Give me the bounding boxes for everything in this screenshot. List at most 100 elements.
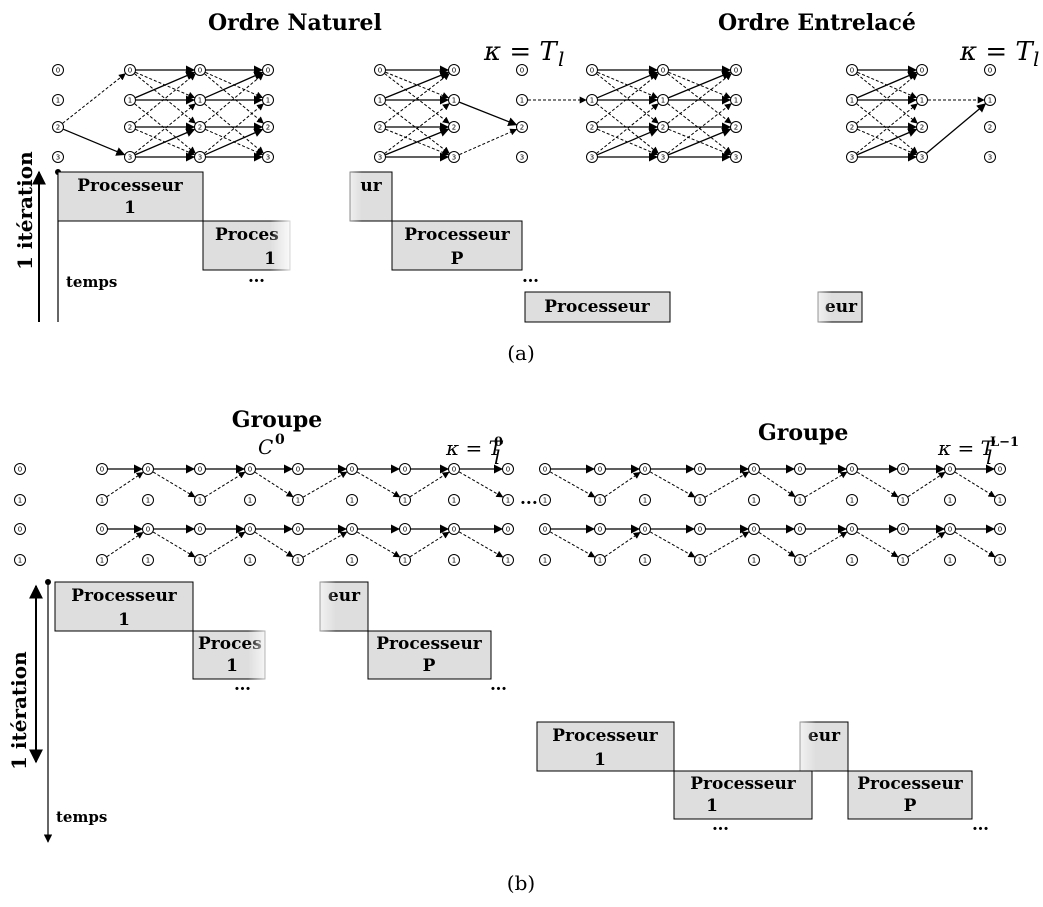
b-row1L-bot-2-label: 1 xyxy=(146,497,150,505)
svg-text:κ = T: κ = T xyxy=(483,37,558,67)
a-nat-in-node-1-label: 1 xyxy=(56,97,60,105)
b-row2R-bot-5 xyxy=(794,554,806,566)
b-row2R-bot-0-label: 1 xyxy=(543,557,547,565)
a-ent-s3-edge-pair-3 xyxy=(857,128,918,156)
a-ent-s2-edge-cross-3 xyxy=(667,103,732,154)
b-row1L-u-7 xyxy=(409,471,450,498)
ellipsis-b-groups: ... xyxy=(520,489,538,509)
a-ent-s2-edge-pair-3 xyxy=(668,128,732,156)
a-ent-out-3-label: 3 xyxy=(988,154,992,162)
b-row2L-d-4 xyxy=(254,531,294,558)
proc-block-a-6: eur xyxy=(808,290,863,324)
a-ent-s1-edge-cross-2 xyxy=(596,73,659,124)
proc-block-b-3: Proces 1 … xyxy=(192,629,272,695)
svg-text:1: 1 xyxy=(124,198,136,218)
b-row1R-d-6 xyxy=(856,471,899,498)
b-row1L-bot-1 xyxy=(96,494,108,506)
b-row1L-bot-1-label: 1 xyxy=(100,497,104,505)
a-ent-s1-edge-cross-1 xyxy=(596,103,659,154)
a-mid-node-3 xyxy=(516,151,528,163)
b-row2L-u-5 xyxy=(302,531,348,558)
a-ent-c0-node-0-label: 0 xyxy=(590,67,594,75)
svg-text:l: l xyxy=(1033,47,1039,71)
b-row2R-u-1 xyxy=(604,531,641,558)
a-nat-s3-edge-cross-3 xyxy=(384,103,450,154)
a-nat-r0-node-3-label: 3 xyxy=(378,154,382,162)
trellis-graph-b: 0101010101010101010101010101010101010101… xyxy=(14,463,1006,566)
svg-text:Processeur: Processeur xyxy=(544,297,651,317)
a-nat-init-1 xyxy=(63,128,126,156)
a-ent-s3-edge-cross-2 xyxy=(856,73,918,124)
b-row1L-bot-9-label: 1 xyxy=(506,497,510,505)
proc-block-b-5: Processeur 1 xyxy=(536,721,675,772)
a-ent-c0-node-2-label: 2 xyxy=(590,124,594,132)
b-row2L-bot-1 xyxy=(96,554,108,566)
a-ent-r0-node-0 xyxy=(846,64,858,76)
b-row2L-top-3-label: 0 xyxy=(198,526,202,534)
part-b: Groupe C 0 Groupe κ = T l 0 κ = T l L−1 … xyxy=(7,407,1019,895)
b-row2R-top-2-label: 0 xyxy=(643,526,647,534)
iteration-label-a: 1 itération xyxy=(13,151,37,270)
a-nat-c0-node-2 xyxy=(124,121,136,133)
proc-block-b-6: eur xyxy=(790,720,849,774)
a-mid-node-1-label: 1 xyxy=(520,97,524,105)
svg-text:l: l xyxy=(494,445,500,469)
title-groupe-c0: Groupe xyxy=(232,407,322,433)
b-row2R-top-6-label: 0 xyxy=(850,526,854,534)
b-row2L-top-8-label: 0 xyxy=(452,526,456,534)
b-row1L-bot-5 xyxy=(292,494,304,506)
a-ent-s3-edge-cross-0 xyxy=(856,73,918,124)
b-row2R-bot-4 xyxy=(748,554,760,566)
a-nat-c0-node-3 xyxy=(124,151,136,163)
a-ent-s1-edge-cross-0 xyxy=(596,73,659,124)
b-row2R-top-1-label: 0 xyxy=(598,526,602,534)
b-row1L-bot-8 xyxy=(448,494,460,506)
a-nat-s1-edge-cross-2 xyxy=(134,73,196,124)
a-nat-out xyxy=(516,121,528,133)
b-row1R-top-6-label: 0 xyxy=(850,466,854,474)
a-nat-c2-node-0-label: 0 xyxy=(266,67,270,75)
a-nat-in-node-0-label: 0 xyxy=(56,67,60,75)
svg-text:Processeur: Processeur xyxy=(376,634,483,654)
b-row2R-bot-7 xyxy=(897,554,909,566)
b-row2L-bot-0 xyxy=(14,554,26,566)
a-ent-r0-node-2 xyxy=(846,121,858,133)
a-nat-r1-node-0-label: 0 xyxy=(452,67,456,75)
a-nat-s2-edge-pair-3 xyxy=(205,128,264,156)
a-ent-out-e1 xyxy=(926,103,987,154)
a-nat-s1-edge-pair-1 xyxy=(135,71,196,99)
b-row2R-bot-5-label: 1 xyxy=(798,557,802,565)
kappa-a-left: κ = T l xyxy=(483,37,564,71)
kappa-b-right: κ = T l L−1 xyxy=(937,435,1019,469)
ellipsis-b-1: … xyxy=(234,675,251,695)
a-nat-r0-node-0-label: 0 xyxy=(378,67,382,75)
b-row2R-top-0 xyxy=(539,523,551,535)
a-nat-s1-edge-cross-1 xyxy=(134,103,196,154)
a-nat-out-e1 xyxy=(459,128,518,156)
a-ent-out-3 xyxy=(984,151,996,163)
a-nat-out-e0 xyxy=(459,101,518,126)
b-row1R-bot-2-label: 1 xyxy=(643,497,647,505)
a-ent-out-0-label: 0 xyxy=(988,67,992,75)
b-row1R-top-5-label: 0 xyxy=(798,466,802,474)
proc-block-a-3: Proces 1 … xyxy=(202,219,294,287)
a-nat-s1-edge-cross-3 xyxy=(134,103,196,154)
a-ent-c0-node-3 xyxy=(586,151,598,163)
svg-text:P: P xyxy=(423,656,436,676)
b-row1L-bot-4-label: 1 xyxy=(248,497,252,505)
b-row1R-d-4 xyxy=(758,471,796,498)
b-row1R-bot-7-label: 1 xyxy=(901,497,905,505)
time-axis-dot-b xyxy=(45,579,51,585)
b-row1R-top-8-label: 0 xyxy=(948,466,952,474)
a-ent-c2-node-2-label: 2 xyxy=(734,124,738,132)
b-row1R-top-2-label: 0 xyxy=(643,466,647,474)
a-ent-out-2 xyxy=(984,121,996,133)
a-nat-out-label: 2 xyxy=(520,124,524,132)
b-row2L-bot-5-label: 1 xyxy=(296,557,300,565)
a-mid-node-0-label: 0 xyxy=(520,67,524,75)
b-row1L-bot-3 xyxy=(194,494,206,506)
a-nat-c0-node-0 xyxy=(124,64,136,76)
a-nat-s1-edge-cross-0 xyxy=(134,73,196,124)
svg-text:Processeur: Processeur xyxy=(404,225,511,245)
iteration-label-b: 1 itération xyxy=(7,651,31,770)
